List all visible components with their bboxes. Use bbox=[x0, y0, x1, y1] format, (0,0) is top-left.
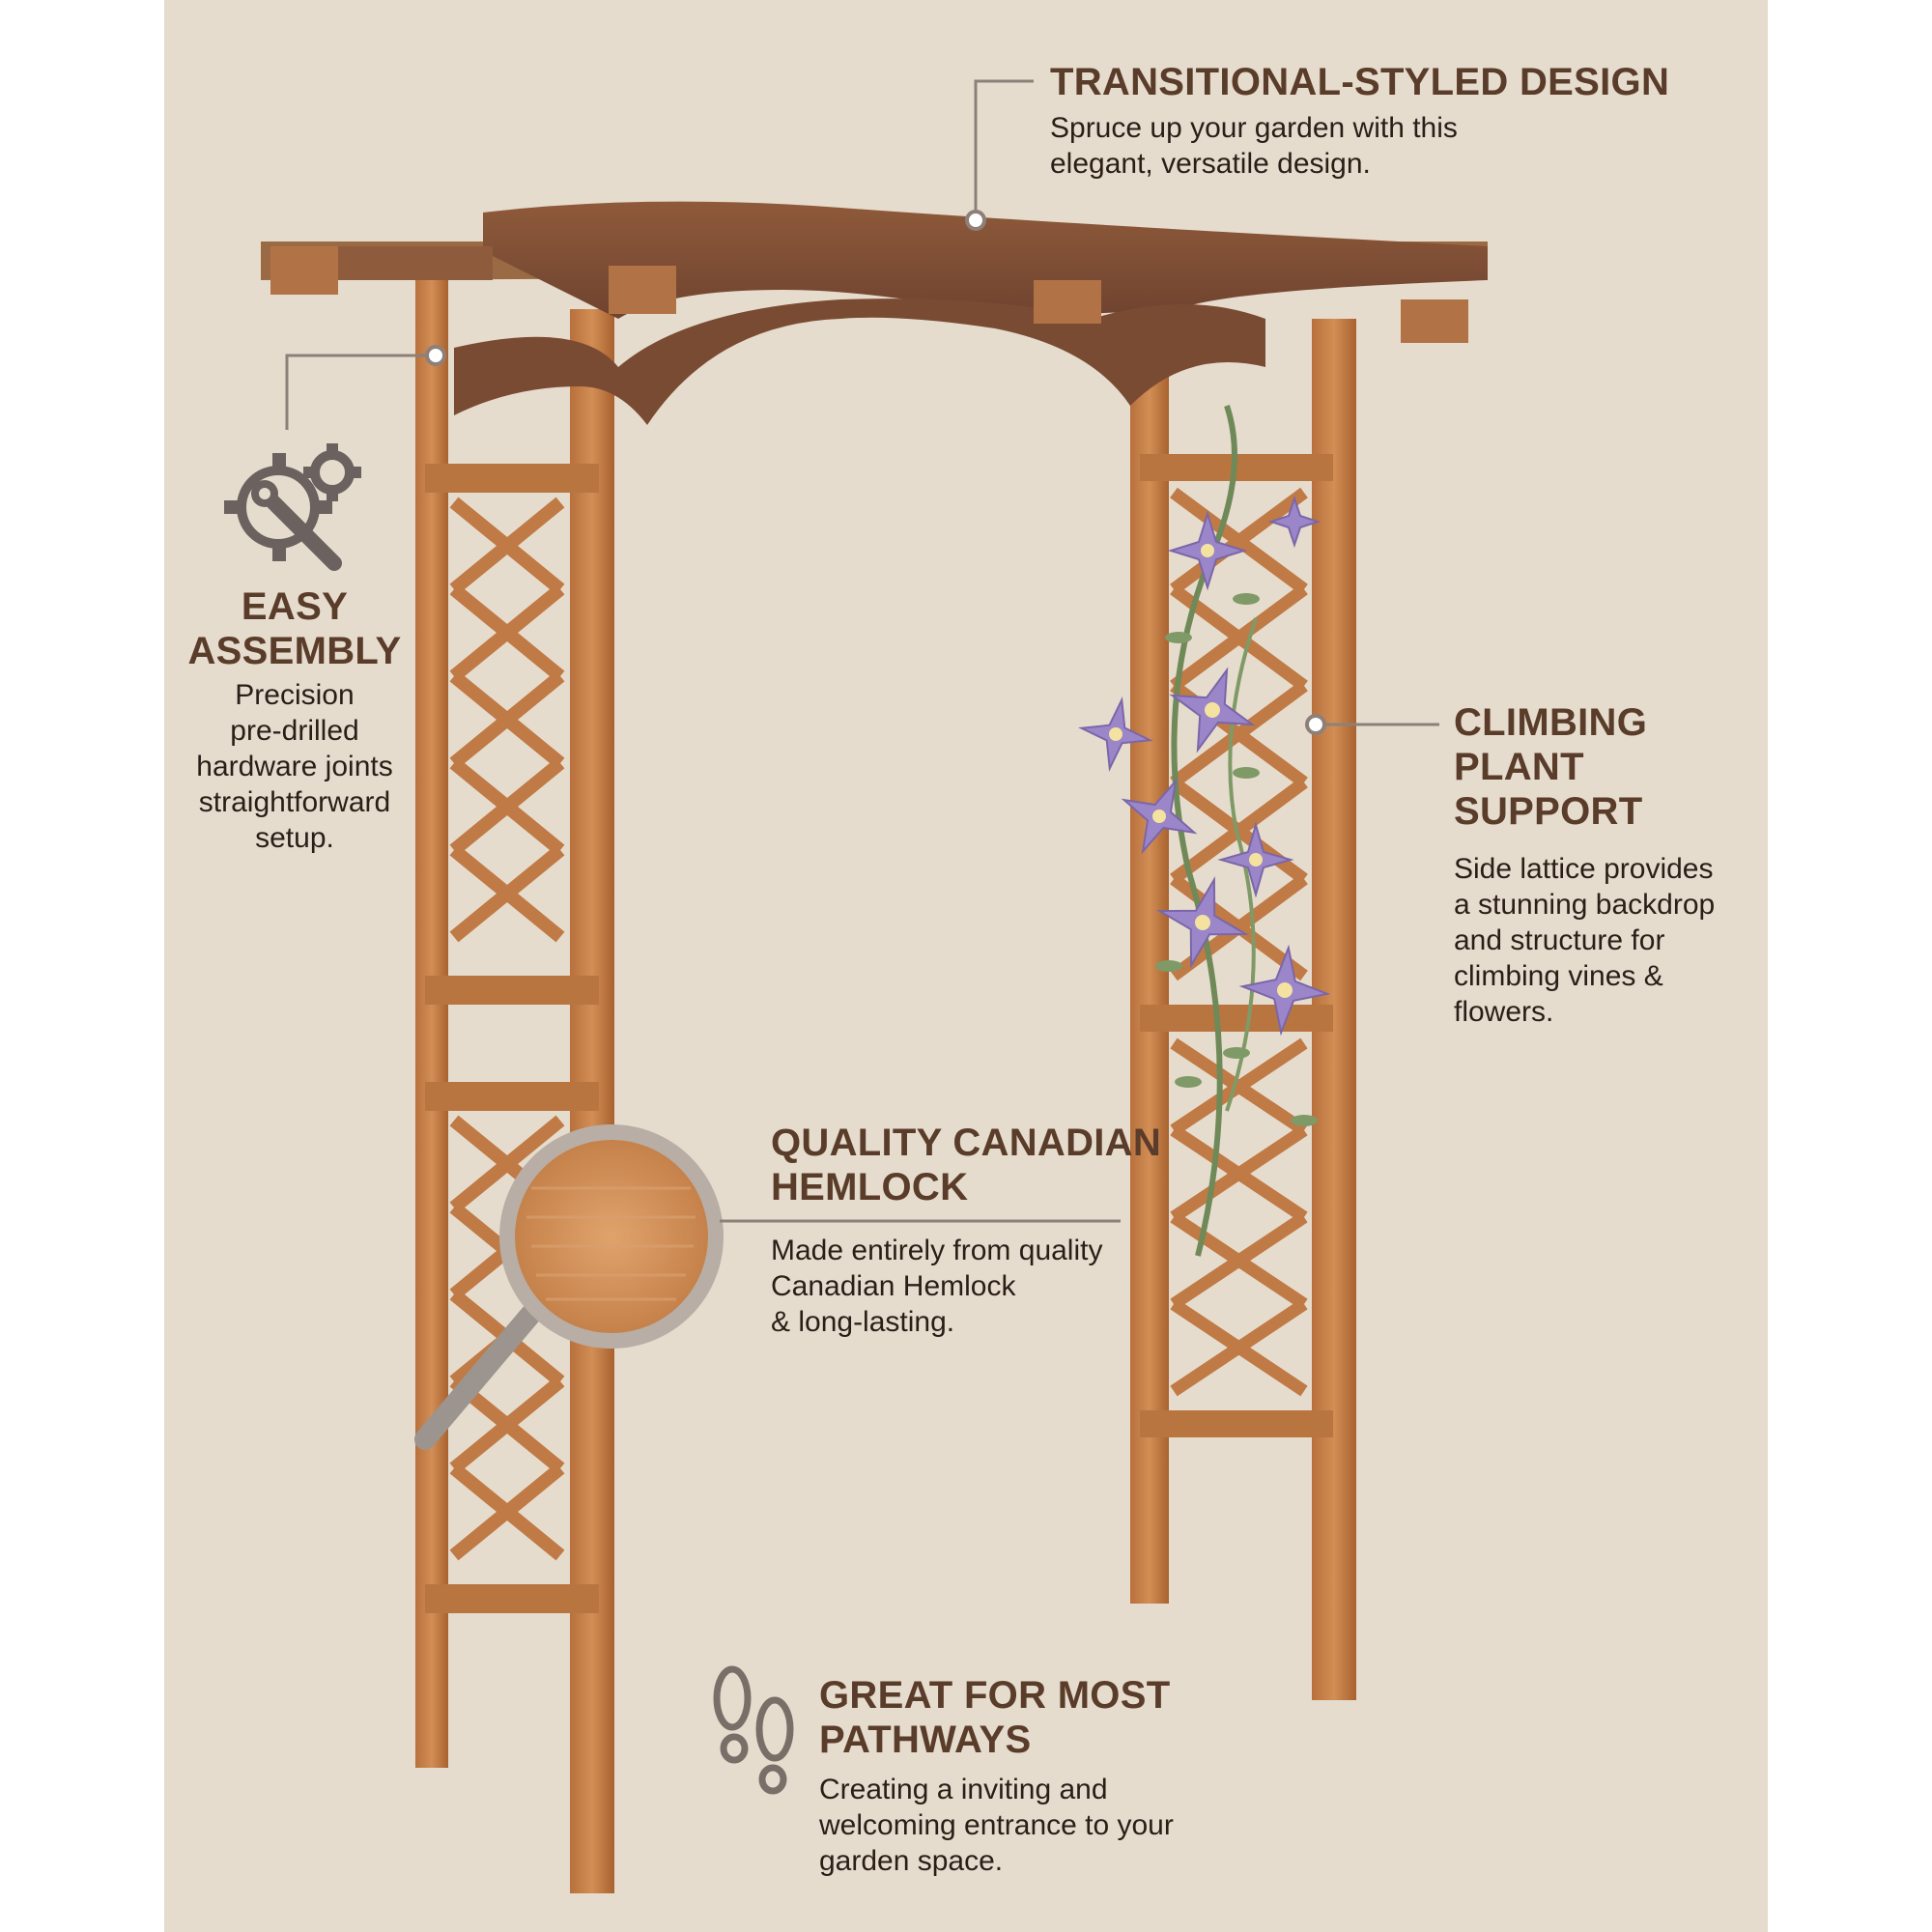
assembly-desc-line: setup. bbox=[255, 822, 334, 854]
assembly-heading-line-1: EASY bbox=[241, 585, 349, 628]
arch-top-beam bbox=[261, 201, 1488, 425]
pathways-desc-line: welcoming entrance to your bbox=[819, 1809, 1174, 1841]
garden-arbor-illustration bbox=[261, 79, 1488, 1893]
climbing-desc-line: flowers. bbox=[1454, 996, 1554, 1028]
hemlock-desc-line: & long-lasting. bbox=[771, 1306, 955, 1338]
design-description: Spruce up your garden with this elegant,… bbox=[1050, 112, 1458, 180]
climbing-desc-line: and structure for bbox=[1454, 924, 1665, 956]
feature-climbing-plant-support: CLIMBING PLANT SUPPORT Side lattice prov… bbox=[1454, 700, 1763, 1030]
right-side-panel bbox=[1130, 319, 1356, 1700]
assembly-description: Precision pre-drilled hardware joints st… bbox=[174, 677, 415, 856]
climbing-clematis-flowers bbox=[1077, 405, 1331, 1257]
footprints-icon bbox=[713, 1665, 794, 1795]
assembly-heading-line-2: ASSEMBLY bbox=[187, 630, 402, 672]
assembly-desc-line: Precision bbox=[235, 679, 355, 711]
climbing-callout-dot bbox=[1305, 714, 1326, 735]
left-side-panel bbox=[415, 242, 614, 1893]
climbing-desc-line: Side lattice provides bbox=[1454, 853, 1714, 885]
hemlock-heading-line: HEMLOCK bbox=[771, 1166, 969, 1208]
feature-great-for-pathways: GREAT FOR MOST PATHWAYS Creating a invit… bbox=[819, 1673, 1321, 1879]
climbing-heading-line: PLANT bbox=[1454, 746, 1584, 788]
climbing-heading-line: CLIMBING bbox=[1454, 701, 1648, 744]
pathways-desc-line: Creating a inviting and bbox=[819, 1774, 1108, 1805]
pathways-heading-line: GREAT FOR MOST bbox=[819, 1674, 1171, 1717]
climbing-desc-line: climbing vines & bbox=[1454, 960, 1663, 992]
callout-lines bbox=[285, 79, 1439, 1223]
hemlock-desc-line: Canadian Hemlock bbox=[771, 1270, 1016, 1302]
design-heading: TRANSITIONAL-STYLED DESIGN bbox=[1050, 61, 1670, 103]
assembly-desc-line: pre-drilled bbox=[230, 715, 359, 747]
feature-transitional-design: TRANSITIONAL-STYLED DESIGN Spruce up you… bbox=[1050, 60, 1688, 182]
magnifier-icon bbox=[414, 1124, 724, 1450]
feature-easy-assembly: EASY ASSEMBLY Precision pre-drilled hard… bbox=[174, 584, 415, 856]
design-callout-dot bbox=[965, 210, 986, 231]
hemlock-desc-line: Made entirely from quality bbox=[771, 1235, 1103, 1266]
feature-quality-hemlock: QUALITY CANADIAN HEMLOCK Made entirely f… bbox=[771, 1121, 1177, 1340]
assembly-desc-line: hardware joints bbox=[196, 751, 393, 782]
assembly-desc-line: straightforward bbox=[198, 786, 391, 818]
hemlock-heading-line: QUALITY CANADIAN bbox=[771, 1122, 1162, 1164]
climbing-heading-line: SUPPORT bbox=[1454, 790, 1643, 833]
infographic-canvas: TRANSITIONAL-STYLED DESIGN Spruce up you… bbox=[164, 0, 1768, 1932]
climbing-desc-line: a stunning backdrop bbox=[1454, 889, 1716, 921]
pathways-desc-line: garden space. bbox=[819, 1845, 1004, 1877]
climbing-description: Side lattice provides a stunning backdro… bbox=[1454, 851, 1763, 1030]
right-lattice bbox=[1170, 487, 1308, 1397]
hemlock-description: Made entirely from quality Canadian Heml… bbox=[771, 1233, 1177, 1340]
pathways-description: Creating a inviting and welcoming entran… bbox=[819, 1772, 1321, 1879]
gear-wrench-icon bbox=[224, 443, 361, 571]
assembly-callout-dot bbox=[425, 345, 446, 366]
left-upper-lattice bbox=[449, 497, 565, 943]
pathways-heading-line: PATHWAYS bbox=[819, 1719, 1032, 1761]
